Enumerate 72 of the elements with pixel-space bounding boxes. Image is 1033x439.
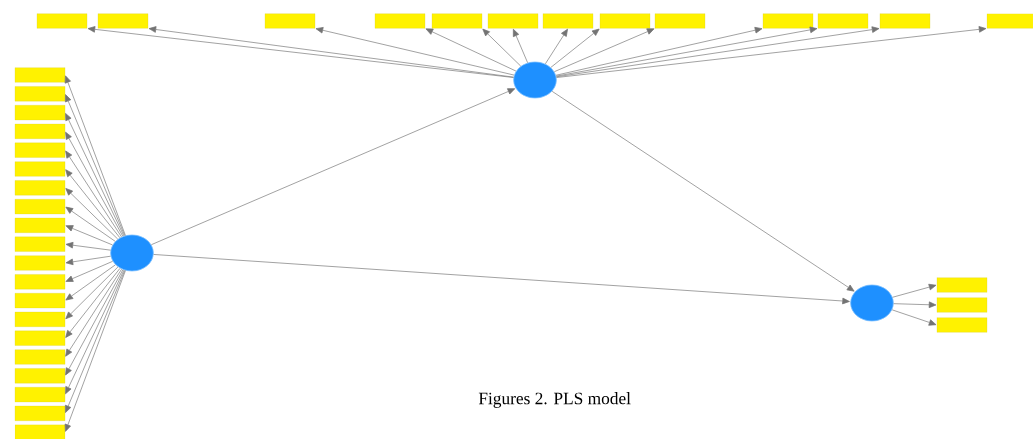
indicator-box (14, 274, 66, 290)
indicator-box (14, 123, 66, 139)
latent-variable-circle (850, 284, 894, 322)
indicator-box (14, 387, 66, 403)
indicator-box (762, 13, 814, 29)
arrow (555, 26, 763, 76)
arrow (545, 28, 568, 65)
arrow (65, 131, 124, 237)
indicator-box (97, 13, 149, 29)
arrow (65, 261, 113, 282)
arrow (65, 206, 116, 242)
arrow (65, 264, 116, 301)
indicator-box (14, 368, 66, 384)
indicator-box (487, 13, 539, 29)
indicator-box (986, 13, 1033, 29)
arrow (556, 26, 987, 78)
arrow (65, 150, 122, 238)
indicator-box (14, 199, 66, 215)
arrow (550, 28, 600, 68)
arrow (151, 88, 516, 245)
arrow (65, 113, 125, 237)
indicator-box (14, 405, 66, 421)
indicator-box (14, 255, 66, 271)
arrow (65, 241, 111, 251)
arrow (65, 225, 113, 246)
indicator-box (936, 277, 988, 293)
indicator-box (14, 142, 66, 158)
latent-variable-circle (110, 234, 154, 272)
caption: Figures 2. PLS model (478, 392, 631, 408)
indicator-box (14, 105, 66, 121)
indicator-box (14, 217, 66, 233)
arrow (153, 254, 850, 305)
arrow (65, 266, 119, 320)
arrow (65, 268, 121, 338)
indicator-box (14, 161, 66, 177)
indicator-box (817, 13, 869, 29)
indicator-box (14, 180, 66, 196)
latent-variable-circle (513, 61, 557, 99)
indicator-box (654, 13, 706, 29)
indicator-box (936, 297, 988, 313)
indicator-box (14, 349, 66, 365)
arrow (554, 28, 655, 72)
arrow (65, 269, 124, 376)
arrow (315, 27, 515, 76)
arrow (425, 28, 517, 72)
indicator-box (599, 13, 651, 29)
indicator-box (14, 330, 66, 346)
indicator-box (264, 13, 316, 29)
arrow (892, 283, 937, 298)
arrow (556, 26, 880, 78)
arrow (65, 255, 111, 266)
indicator-box (374, 13, 426, 29)
arrow (482, 28, 522, 67)
indicator-box (14, 86, 66, 102)
indicator-box (36, 13, 88, 29)
indicator-box (542, 13, 594, 29)
indicator-box (14, 311, 66, 327)
indicator-box (14, 236, 66, 252)
indicator-box (14, 424, 66, 439)
indicator-box (14, 293, 66, 309)
indicator-box (936, 317, 988, 333)
arrow (893, 301, 937, 308)
arrow (891, 309, 937, 326)
arrow (65, 268, 122, 357)
arrow (65, 169, 121, 239)
indicator-box (879, 13, 931, 29)
arrow (551, 91, 855, 292)
arrow (513, 28, 528, 64)
arrow (65, 188, 119, 240)
indicator-box (14, 67, 66, 83)
arrow (555, 26, 818, 77)
indicator-box (431, 13, 483, 29)
